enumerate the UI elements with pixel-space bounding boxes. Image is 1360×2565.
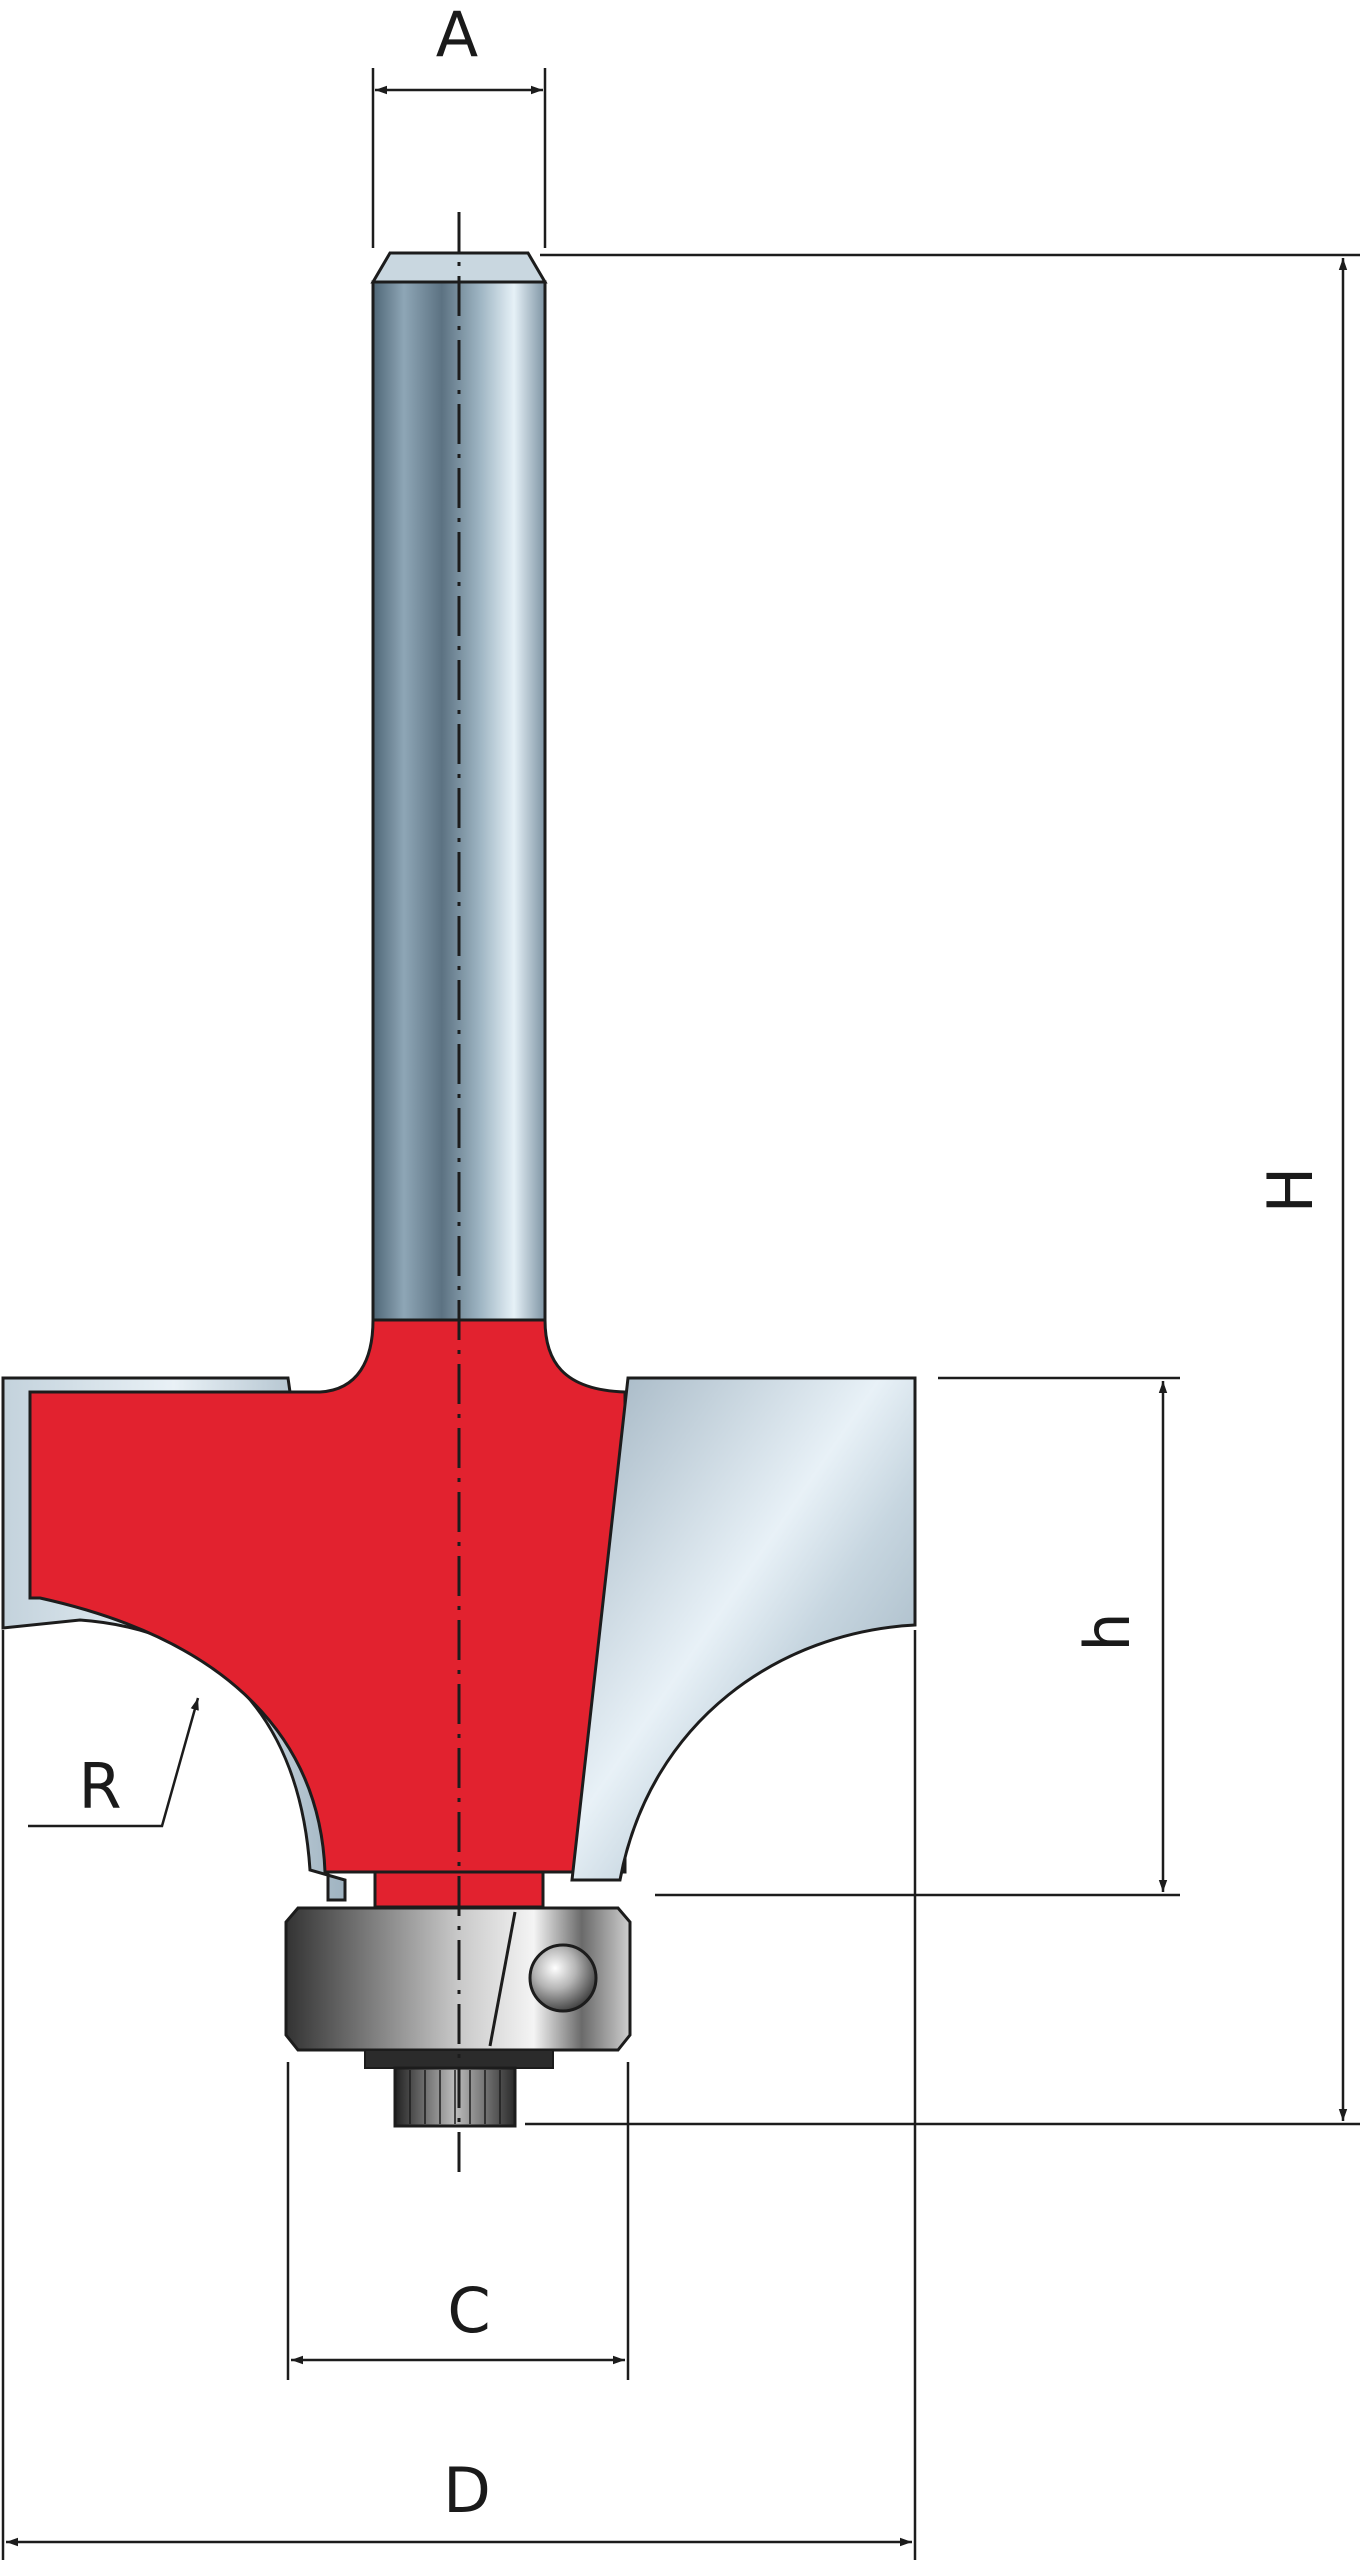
label-overall-height: H <box>1254 1167 1327 1214</box>
nut-knurl <box>409 2070 501 2124</box>
dimension-lines <box>1 68 1360 2560</box>
label-a: A <box>436 0 478 71</box>
red-body <box>28 1318 627 1874</box>
label-c: C <box>447 2274 490 2347</box>
bearing-face-line <box>488 1911 517 2047</box>
right-wing-plate <box>570 1376 917 1882</box>
dimension-labels: A H h R C D <box>78 0 1327 2527</box>
dim-r-leader <box>28 1697 200 1828</box>
label-radius: R <box>78 1750 121 1823</box>
bearing-ball-icon <box>528 1943 598 2013</box>
bearing-washer <box>364 2049 554 2069</box>
right-cutting-wing <box>570 1376 917 1882</box>
label-cutting-height: h <box>1071 1612 1144 1651</box>
label-d: D <box>443 2454 491 2527</box>
